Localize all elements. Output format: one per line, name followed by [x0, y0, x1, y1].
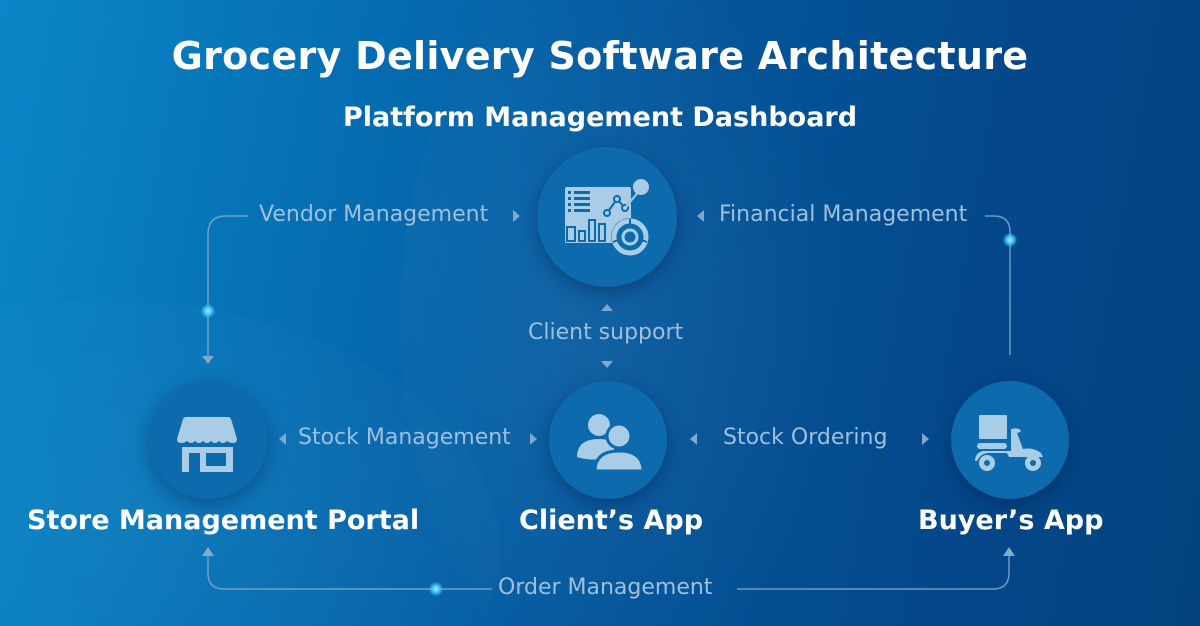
edge-label-order-management: Order Management — [498, 575, 713, 600]
client-node[interactable] — [549, 381, 667, 499]
buyer-node[interactable] — [951, 381, 1069, 499]
glow-dot — [201, 304, 215, 318]
store-node-label: Store Management Portal — [27, 505, 420, 536]
background-swoosh — [400, 0, 860, 626]
glow-dot — [1003, 233, 1017, 247]
dashboard-node-label: Platform Management Dashboard — [342, 102, 858, 133]
diagram-title: Grocery Delivery Software Architecture — [171, 34, 1029, 78]
edge-label-financial-management: Financial Management — [719, 202, 968, 227]
edge-label-stock-ordering: Stock Ordering — [723, 425, 888, 450]
glow-dot — [429, 582, 443, 596]
buyer-node-label: Buyer’s App — [918, 505, 1104, 536]
storefront-icon — [177, 417, 237, 472]
store-node[interactable] — [149, 381, 267, 499]
analytics-dashboard-icon — [565, 179, 649, 256]
users-icon — [577, 414, 645, 473]
delivery-scooter-icon — [975, 415, 1043, 471]
edge-label-stock-management: Stock Management — [298, 425, 511, 450]
edge-label-vendor-management: Vendor Management — [259, 202, 489, 227]
edge-label-client-support: Client support — [528, 320, 684, 345]
dashboard-node[interactable] — [537, 147, 677, 287]
client-node-label: Client’s App — [519, 505, 704, 536]
